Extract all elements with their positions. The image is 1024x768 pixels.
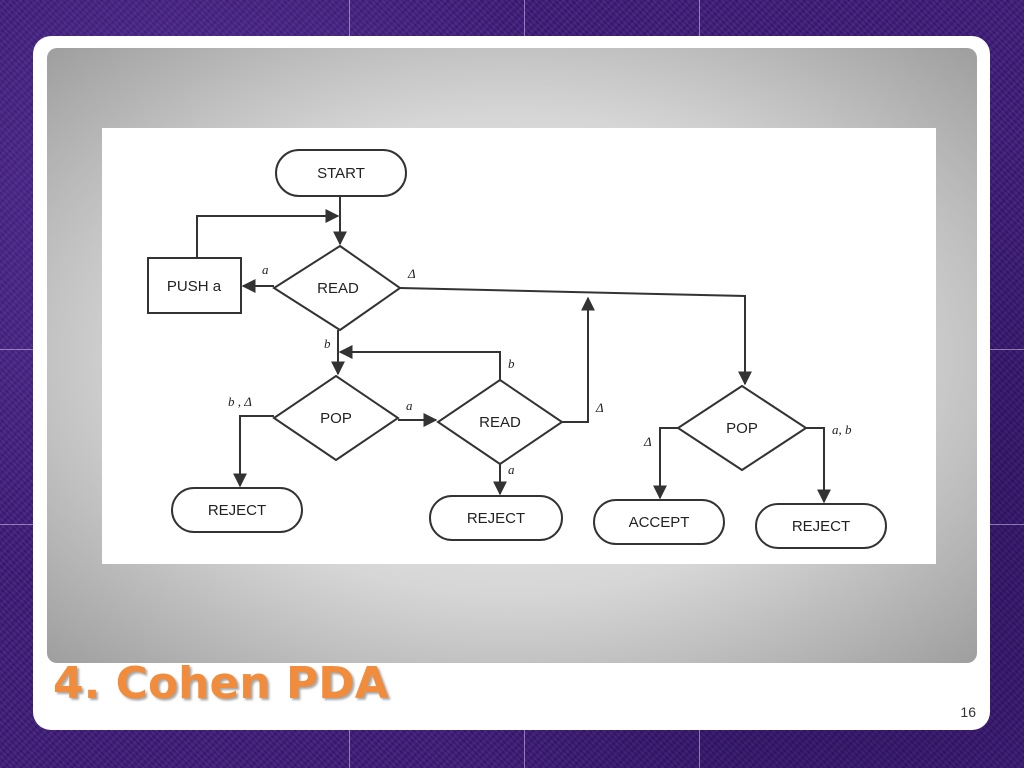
read-node-1 <box>272 244 402 332</box>
reject-label-3: REJECT <box>792 518 850 535</box>
edge-label-ab: a, b <box>832 422 852 437</box>
reject-node-1 <box>171 487 303 533</box>
edge-read-delta-pop <box>399 287 752 386</box>
slide: START PUSH a READ POP READ POP REJECT RE… <box>33 36 990 730</box>
read-label-1: READ <box>317 280 359 297</box>
start-label: START <box>317 165 365 182</box>
push-node <box>147 257 242 314</box>
edge-label-delta-1: Δ <box>407 266 416 281</box>
content-panel: START PUSH a READ POP READ POP REJECT RE… <box>47 48 977 663</box>
edge-read-delta-up <box>562 296 595 423</box>
edge-label-b-loop: b <box>508 356 515 371</box>
edge-label-delta-accept: Δ <box>643 434 652 449</box>
pop-label-2: POP <box>726 420 758 437</box>
edge-label-a-reject: a <box>508 462 515 477</box>
edge-pop-reject-2 <box>806 427 831 504</box>
pop-label-1: POP <box>320 410 352 427</box>
edge-label-delta-2: Δ <box>595 400 604 415</box>
reject-label-2: REJECT <box>467 510 525 527</box>
edge-label-a-push: a <box>262 262 269 277</box>
edge-push-loop <box>196 209 340 258</box>
reject-node-2 <box>429 495 563 541</box>
pop-node-1 <box>272 374 400 462</box>
edge-pop-reject <box>233 415 274 488</box>
slide-title: 4. Cohen PDA <box>53 658 389 709</box>
edge-label-b-delta: b , Δ <box>228 394 252 409</box>
edge-read-b-loop <box>338 345 501 380</box>
push-label: PUSH a <box>167 278 222 295</box>
edge-label-a-read: a <box>406 398 413 413</box>
reject-node-3 <box>755 503 887 549</box>
edge-pop-accept <box>653 427 678 500</box>
flowchart-svg: START PUSH a READ POP READ POP REJECT RE… <box>147 149 887 549</box>
pop-node-2 <box>676 384 808 472</box>
accept-label: ACCEPT <box>629 514 690 531</box>
slide-number: 16 <box>960 704 976 720</box>
flowchart-diagram: START PUSH a READ POP READ POP REJECT RE… <box>102 128 936 564</box>
accept-node <box>593 499 725 545</box>
edge-label-b-pop: b <box>324 336 331 351</box>
read-label-2: READ <box>479 414 521 431</box>
reject-label-1: REJECT <box>208 502 266 519</box>
